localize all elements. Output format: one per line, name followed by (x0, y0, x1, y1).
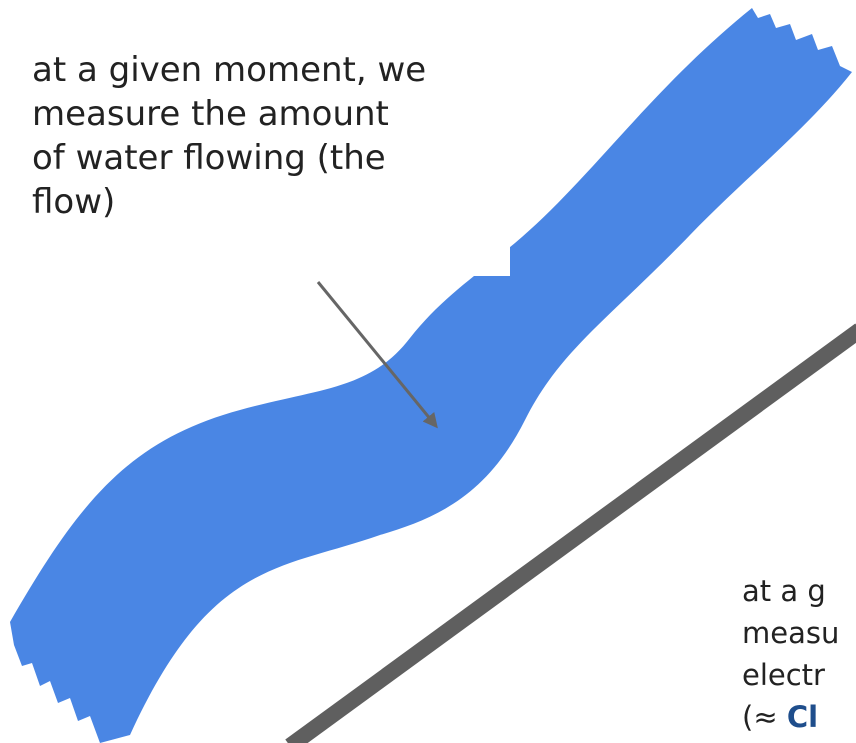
left-caption-line-4: flow) (32, 180, 502, 224)
left-caption-line-1: at a given moment, we (32, 48, 502, 92)
left-caption: at a given moment, we measure the amount… (32, 48, 502, 224)
right-caption-line-3: electr (742, 654, 856, 696)
left-caption-line-2: measure the amount (32, 92, 502, 136)
right-caption-line-4: (≈ Cl (742, 696, 856, 738)
right-caption-emphasis: Cl (787, 700, 818, 734)
right-caption: at a g measu electr (≈ Cl (742, 570, 856, 738)
right-caption-prefix: (≈ (742, 700, 787, 734)
right-caption-line-2: measu (742, 612, 856, 654)
left-caption-line-3: of water flowing (the (32, 136, 502, 180)
right-caption-line-1: at a g (742, 570, 856, 612)
